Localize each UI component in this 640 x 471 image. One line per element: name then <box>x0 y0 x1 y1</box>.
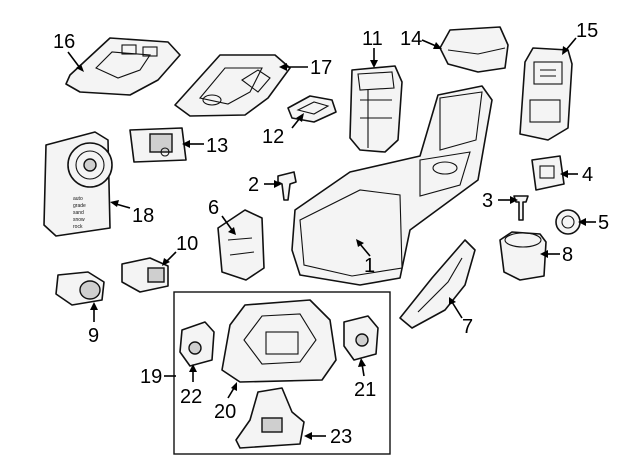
label-3: 3 <box>482 190 493 212</box>
label-8: 8 <box>562 244 573 266</box>
part-2-push-pin <box>277 171 297 201</box>
part-14-armrest-lid <box>439 26 509 73</box>
mode-label-snow: snow <box>73 217 85 223</box>
part-10-usb-port <box>121 257 169 293</box>
label-22: 22 <box>180 386 202 408</box>
label-23: 23 <box>330 426 352 448</box>
mode-label-auto: auto <box>73 196 83 202</box>
group-19-frame <box>173 291 391 455</box>
label-11: 11 <box>362 28 383 50</box>
part-7-side-trim <box>399 239 476 329</box>
part-13-switch-module <box>129 127 187 163</box>
label-14: 14 <box>400 28 422 50</box>
part-9-power-outlet <box>55 271 105 306</box>
label-9: 9 <box>88 325 99 347</box>
part-21-right-bracket <box>343 315 379 361</box>
label-6: 6 <box>208 197 219 219</box>
part-22-left-bracket <box>179 321 215 367</box>
label-17: 17 <box>310 57 332 79</box>
label-5: 5 <box>598 212 609 234</box>
mode-label-grade: grade <box>73 203 86 209</box>
label-10: 10 <box>176 233 198 255</box>
label-13: 13 <box>206 135 228 157</box>
part-8-cup-holder <box>499 231 547 281</box>
part-1-console-body <box>291 85 493 286</box>
label-12: 12 <box>262 126 284 148</box>
label-15: 15 <box>576 20 598 42</box>
callout-lines <box>67 37 596 440</box>
part-18-shifter-bezel: auto grade sand snow rock <box>43 131 113 237</box>
label-16: 16 <box>53 31 75 53</box>
mode-label-sand: sand <box>73 210 84 216</box>
part-number-labels: 16 17 11 14 15 12 13 2 3 4 5 8 7 1 6 18 … <box>53 20 609 448</box>
part-20-console-base <box>221 299 337 383</box>
part-15-lid-panel <box>519 47 573 141</box>
label-19: 19 <box>140 366 162 388</box>
shifter-mode-labels: auto grade sand snow rock <box>73 196 86 230</box>
part-11-storage-bin <box>349 65 403 153</box>
label-18: 18 <box>132 205 154 227</box>
label-4: 4 <box>582 164 593 186</box>
part-16-trim-bezel <box>65 37 181 96</box>
part-17-console-bezel <box>174 54 291 117</box>
mode-label-rock: rock <box>73 224 83 230</box>
label-2: 2 <box>248 174 259 196</box>
label-1: 1 <box>364 255 375 277</box>
part-23-mount-bracket <box>235 387 305 449</box>
part-12-small-cover <box>287 95 337 123</box>
label-20: 20 <box>214 401 236 423</box>
part-5-grommet <box>555 209 581 235</box>
part-4-small-bracket <box>531 155 565 191</box>
part-3-screw <box>513 195 529 221</box>
label-21: 21 <box>354 379 376 401</box>
label-7: 7 <box>462 316 473 338</box>
